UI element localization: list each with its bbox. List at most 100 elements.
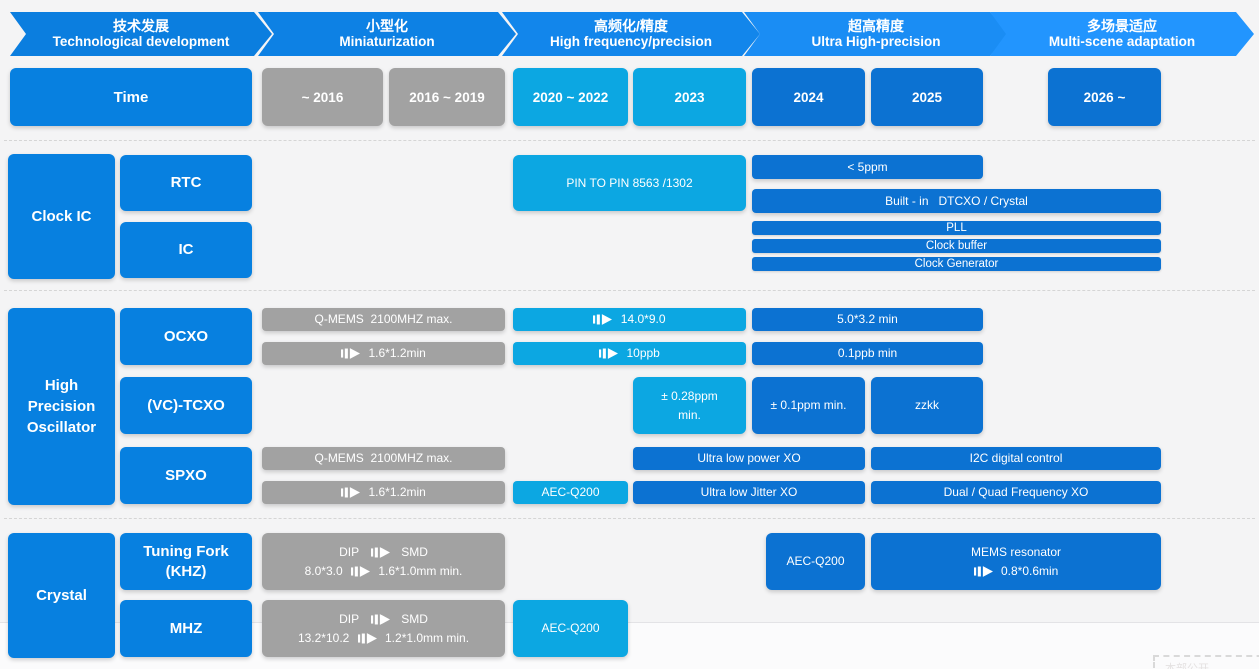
milestone-clock-buffer: Clock buffer [752,239,1161,253]
subcategory-box-ic: IC [120,222,252,278]
milestone-0_28ppm: ± 0.28ppm min. [633,377,746,434]
milestone-qmems-ocxo: Q-MEMS 2100MHZ max. [262,308,505,331]
milestone-pll: PLL [752,221,1161,235]
milestone-0_1ppb: 0.1ppb min [752,342,983,365]
milestone-0_1ppm: ± 0.1ppm min. [752,377,865,434]
separator-line [4,140,1255,141]
milestone-pin-to-pin: PIN TO PIN 8563 /1302 [513,155,746,211]
fast-forward-icon [370,613,390,625]
stage-label-en: Ultra High-precision [811,34,941,49]
milestone-text: PIN TO PIN 8563 /1302 [566,175,693,190]
fast-forward-icon [357,632,377,644]
milestone-text: AEC-Q200 [541,485,600,499]
watermark-box: 本部公开 [1153,655,1259,669]
time-header: Time [10,68,252,126]
milestone-clock-generator: Clock Generator [752,257,1161,271]
milestone-text: Dual / Quad Frequency XO [943,485,1089,499]
milestone-text: 5.0*3.2 min [837,312,898,326]
milestone-size-14x9: 14.0*9.0 [513,308,746,331]
milestone-size-5x3_2: 5.0*3.2 min [752,308,983,331]
milestone-text: DIP SMD [339,611,428,626]
subcategory-box-tcxo: (VC)-TCXO [120,377,252,434]
stage-label-zh: 技术发展 [113,18,169,34]
milestone-text: DIP SMD [339,544,428,559]
category-box-hpo: High Precision Oscillator [8,308,115,505]
milestone-10ppb: 10ppb [513,342,746,365]
stage-label-zh: 多场景适应 [1087,18,1157,34]
milestone-size-1_6x1_2-ocxo: 1.6*1.2min [262,342,505,365]
milestone-text: PLL [946,221,967,234]
fast-forward-icon [599,348,619,359]
milestone-size-1_6x1_2-spxo: 1.6*1.2min [262,481,505,504]
milestone-text: < 5ppm [847,159,888,174]
milestone-text: 1.6*1.2min [341,483,426,502]
milestone-text: Q-MEMS 2100MHZ max. [314,312,453,326]
milestone-mems-resonator: MEMS resonator 0.8*0.6min [871,533,1161,590]
subcategory-box-ocxo: OCXO [120,308,252,365]
separator-line [4,290,1255,291]
subcategory-box-spxo: SPXO [120,447,252,504]
milestone-text: 13.2*10.2 1.2*1.0mm min. [297,630,470,645]
milestone-text: Ultra low Jitter XO [700,485,798,499]
milestone-zzkk: zzkk [871,377,983,434]
milestone-aec-q200-mhz: AEC-Q200 [513,600,628,657]
milestone-dual-quad-frequency-xo: Dual / Quad Frequency XO [871,481,1161,504]
stage-label-zh: 小型化 [366,18,408,34]
milestone-text: Built - in DTCXO / Crystal [885,193,1028,208]
milestone-text: min. [678,407,701,422]
fast-forward-icon [341,487,361,498]
subcategory-box-mhz: MHZ [120,600,252,657]
stage-label-en: Multi-scene adaptation [1048,34,1196,49]
milestone-ultra-low-jitter-xo: Ultra low Jitter XO [633,481,865,504]
stage-label-zh: 高频化/精度 [594,18,668,34]
milestone-text: AEC-Q200 [786,554,845,568]
milestone-text: 10ppb [599,344,660,363]
stage-label-en: High frequency/precision [549,34,713,49]
fast-forward-icon [351,565,370,577]
milestone-i2c-digital-control: I2C digital control [871,447,1161,470]
milestone-text: zzkk [915,398,939,412]
milestone-qmems-spxo: Q-MEMS 2100MHZ max. [262,447,505,470]
year-cell: 2026 ~ [1048,68,1161,126]
milestone-built-in-dtcxo: Built - in DTCXO / Crystal [752,189,1161,213]
milestone-text: 14.0*9.0 [593,310,666,329]
milestone-text: ± 0.28ppm [661,388,718,403]
fast-forward-icon [370,546,390,558]
year-cell: 2016 ~ 2019 [389,68,505,126]
fast-forward-icon [593,314,613,325]
milestone-text: ± 0.1ppm min. [770,398,847,412]
milestone-text: Ultra low power XO [697,451,801,465]
stage-label-en: Miniaturization [339,34,435,49]
stage-label-en: Technological development [52,34,230,49]
milestone-aec-q200-spxo: AEC-Q200 [513,481,628,504]
milestone-aec-q200-khz: AEC-Q200 [766,533,865,590]
milestone-text: AEC-Q200 [541,621,600,635]
milestone-dip-smd-mhz: DIP SMD 13.2*10.2 1.2*1.0mm min. [262,600,505,657]
milestone-ultra-low-power-xo: Ultra low power XO [633,447,865,470]
year-cell: 2024 [752,68,865,126]
milestone-text: 0.8*0.6min [973,562,1058,581]
milestone-text: 1.6*1.2min [341,344,426,363]
separator-line [4,518,1255,519]
fast-forward-icon [341,348,361,359]
milestone-text: Clock Generator [914,257,999,270]
milestone-text: Clock buffer [925,239,988,252]
year-cell: 2025 [871,68,983,126]
year-cell: 2023 [633,68,746,126]
subcategory-box-tfork: Tuning Fork (KHZ) [120,533,252,590]
year-cell: 2020 ~ 2022 [513,68,628,126]
milestone-text: 0.1ppb min [837,346,898,360]
milestone-text: I2C digital control [969,451,1063,465]
milestone-text: MEMS resonator [970,544,1062,559]
milestone-text: Q-MEMS 2100MHZ max. [314,451,453,465]
stage-label-zh: 超高精度 [848,18,904,34]
milestone-lt-5ppm: < 5ppm [752,155,983,179]
subcategory-box-rtc: RTC [120,155,252,211]
